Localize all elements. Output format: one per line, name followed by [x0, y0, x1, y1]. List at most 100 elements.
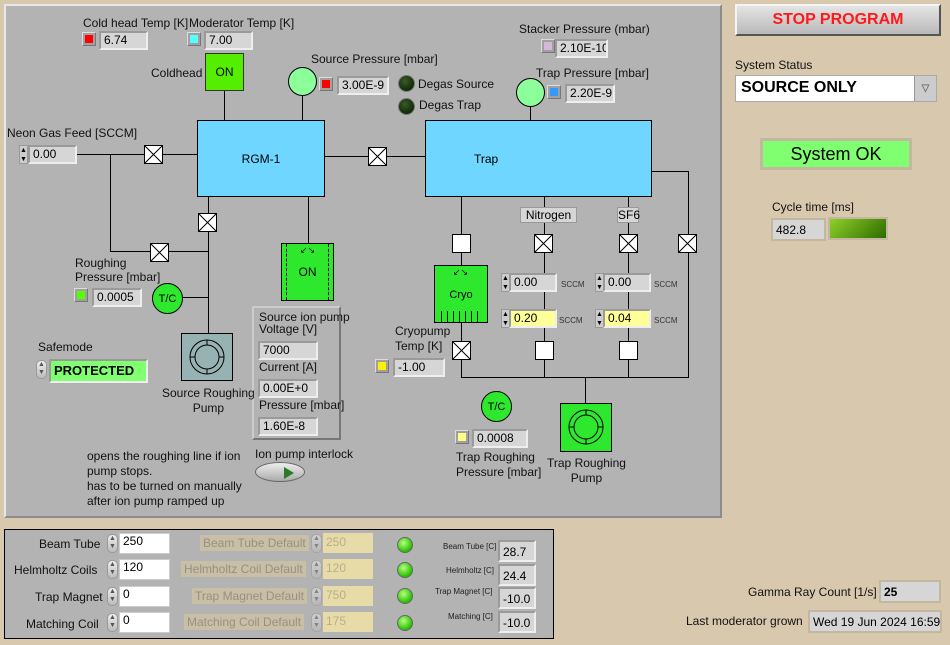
- source-pressure-status: [319, 77, 333, 91]
- magnet-default-value: 175: [323, 612, 373, 632]
- system-status-dropdown[interactable]: SOURCE ONLY▽: [735, 75, 937, 102]
- coldhead-label: Coldhead: [151, 66, 203, 80]
- safemode-spinner[interactable]: ▲▼: [36, 360, 47, 379]
- magnet-status-led: [397, 615, 413, 631]
- source-roughing-pump[interactable]: [181, 333, 233, 381]
- sf6-label: SF6: [618, 208, 641, 222]
- chevron-down-icon[interactable]: ▽: [914, 76, 936, 101]
- magnet-spinner[interactable]: ▲▼: [107, 534, 118, 553]
- magnet-default-spinner: ▲▼: [311, 534, 322, 553]
- magnet-spinner[interactable]: ▲▼: [107, 613, 118, 632]
- magnet-setpoint-input[interactable]: 250: [119, 533, 170, 554]
- cold-head-status-indicator: [82, 32, 96, 46]
- sf6-flow-setpoint[interactable]: 0.00: [603, 273, 651, 292]
- coldhead-on-button[interactable]: ON: [205, 53, 244, 91]
- stop-program-button[interactable]: STOP PROGRAM: [735, 4, 941, 36]
- ion-pump-interlock-button[interactable]: [255, 462, 305, 482]
- pump-icon: [568, 409, 604, 445]
- magnet-default-spinner: ▲▼: [311, 587, 322, 606]
- magnet-temp-label: Helmholtz [C]: [446, 566, 495, 575]
- bypass-roughing-valve[interactable]: [150, 243, 169, 262]
- status-color: [190, 35, 198, 43]
- stacker-status: [541, 39, 555, 53]
- neon-gas-feed-input[interactable]: 0.00: [28, 145, 77, 164]
- cryopump-temp-value: -1.00: [393, 358, 445, 377]
- magnet-spinner[interactable]: ▲▼: [107, 587, 118, 606]
- nitrogen-label: Nitrogen: [525, 208, 572, 222]
- pipe: [530, 107, 531, 120]
- pipe: [182, 297, 208, 298]
- trap-bypass-valve[interactable]: [678, 234, 697, 253]
- source-pressure-gauge: [288, 67, 317, 96]
- ion-pump-readout-box: Source ion pump Voltage [V] 7000 Current…: [252, 306, 350, 440]
- magnet-default-spinner: ▲▼: [311, 560, 322, 579]
- nitrogen-lower-valve[interactable]: [535, 341, 554, 360]
- status-color: [85, 35, 93, 43]
- ion-pump-dashed-left: [286, 244, 287, 300]
- valve-closed-icon: [369, 148, 386, 165]
- valve-closed-icon: [679, 235, 696, 252]
- trap-pressure-gauge: [516, 78, 545, 107]
- cryo-lower-valve[interactable]: [452, 341, 471, 360]
- trap-roughing-pump[interactable]: [560, 403, 612, 452]
- trap-tc-gauge: T/C: [481, 391, 512, 422]
- moderator-temp-label: Moderator Temp [K]: [189, 16, 295, 30]
- rgm-trap-valve[interactable]: [368, 147, 387, 166]
- sf6-flow-reading[interactable]: 0.04: [603, 309, 651, 328]
- label-line: Pump: [192, 401, 225, 415]
- neon-valve[interactable]: [144, 145, 163, 164]
- magnet-setpoint-input[interactable]: 120: [119, 559, 170, 580]
- magnet-setpoint-input[interactable]: 0: [119, 612, 170, 633]
- neon-spinner[interactable]: ▲▼: [19, 145, 28, 164]
- sf6-button[interactable]: SF6: [617, 207, 641, 223]
- magnet-label: Helmholtz Coils: [14, 563, 98, 577]
- roughing-pressure-value: 0.0005: [92, 288, 142, 307]
- nitrogen-flow-setpoint[interactable]: 0.00: [509, 273, 557, 292]
- pipe: [208, 196, 209, 333]
- arrows-icon: ↙↘: [453, 267, 469, 277]
- sccm-unit: SCCM: [654, 316, 678, 325]
- magnet-label: Beam Tube: [39, 537, 101, 551]
- ion-pump-on-button[interactable]: ↙↘ ON: [281, 243, 334, 301]
- magnet-default-label: Beam Tube Default: [200, 535, 309, 551]
- degas-trap-led[interactable]: [398, 98, 415, 115]
- nitrogen-button[interactable]: Nitrogen: [520, 207, 577, 223]
- current-value: 0.00E+0: [258, 379, 318, 398]
- cryo-pump[interactable]: ↙↘ Cryo: [434, 265, 488, 323]
- cryo-fins: [441, 311, 481, 322]
- last-moderator-value: Wed 19 Jun 2024 16:59: [808, 610, 942, 633]
- cryo-upper-valve[interactable]: [452, 234, 471, 253]
- cold-head-temp-value: 6.74: [99, 31, 148, 50]
- ion-pump-title: Source ion pump: [259, 310, 350, 324]
- label-line: Temp [K]: [395, 339, 443, 353]
- label-line: Pressure [mbar]: [75, 270, 161, 284]
- rgm-roughing-valve[interactable]: [198, 213, 217, 232]
- label-line: Trap Roughing: [547, 456, 626, 470]
- valve-closed-icon: [535, 235, 552, 252]
- trap-pressure-label: Trap Pressure [mbar]: [536, 66, 649, 80]
- sf6-lower-valve[interactable]: [619, 341, 638, 360]
- degas-source-led[interactable]: [398, 75, 415, 92]
- nitrogen-flow-reading[interactable]: 0.20: [509, 309, 557, 328]
- nitrogen-valve[interactable]: [534, 234, 553, 253]
- sccm-unit: SCCM: [561, 280, 585, 289]
- pipe: [302, 94, 303, 120]
- moderator-status-indicator: [187, 32, 201, 46]
- safemode-selector[interactable]: PROTECTED: [49, 359, 148, 383]
- magnet-default-label: Matching Coil Default: [184, 614, 305, 630]
- pipe: [585, 377, 586, 404]
- safemode-value: PROTECTED: [54, 363, 135, 378]
- cycle-time-value: 482.8: [771, 218, 826, 241]
- magnet-spinner[interactable]: ▲▼: [107, 560, 118, 579]
- gamma-count-value: 25: [879, 580, 941, 603]
- trap-roughing-pressure-value: 0.0008: [472, 429, 528, 448]
- magnet-setpoint-input[interactable]: 0: [119, 586, 170, 607]
- label-line: Pressure [mbar]: [456, 465, 542, 479]
- status-color: [550, 88, 558, 96]
- pipe: [56, 154, 197, 155]
- trap-pressure-status: [547, 85, 561, 99]
- system-status-label: System Status: [735, 58, 813, 72]
- magnet-temp-value: 28.7: [498, 540, 536, 562]
- sf6-valve[interactable]: [619, 234, 638, 253]
